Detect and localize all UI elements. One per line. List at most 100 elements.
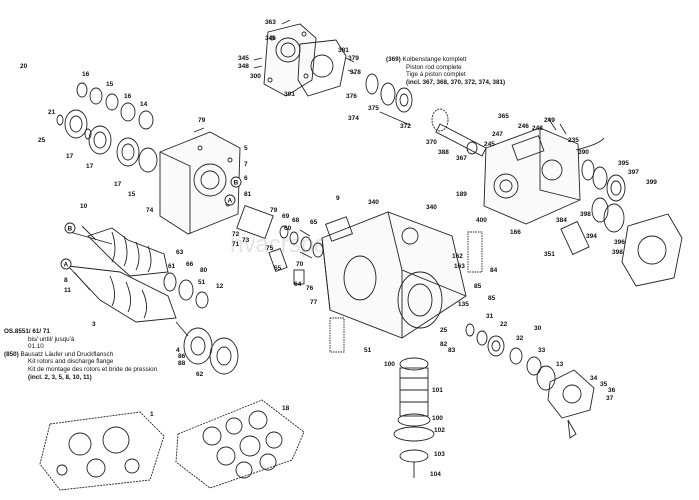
slide-housing xyxy=(483,117,605,225)
part-label: 71 xyxy=(232,241,240,248)
part-label: 62 xyxy=(196,371,204,378)
part-label: 73 xyxy=(242,237,250,244)
part-label: 9 xyxy=(336,195,340,202)
part-label: 32 xyxy=(516,335,524,342)
part-label: 31 xyxy=(486,313,494,320)
part-label: 82 xyxy=(440,341,448,348)
part-label: 14 xyxy=(140,101,148,108)
part-label: 69 xyxy=(282,213,290,220)
callout-b-marker xyxy=(64,222,76,234)
rotor-kit-date: 01.10 xyxy=(28,343,44,351)
part-label: 35 xyxy=(600,381,608,388)
rotor-kit-note: OS.8551/ 61/ 71 bis/ until/ jusqu'à 01.1… xyxy=(4,328,157,381)
part-label: 399 xyxy=(646,179,657,186)
part-label: 86 xyxy=(178,353,186,360)
part-label: 348 xyxy=(238,63,249,70)
cover-plate-assembly xyxy=(253,19,357,97)
part-label: 363 xyxy=(265,19,276,26)
part-label: 384 xyxy=(556,217,567,224)
part-label: 55 xyxy=(274,265,282,272)
part-label: 163 xyxy=(454,263,465,270)
part-label: 83 xyxy=(448,347,456,354)
part-label: 376 xyxy=(346,93,357,100)
callout-b: B xyxy=(68,226,73,233)
part-label: 189 xyxy=(456,191,467,198)
rotor-kit-ref: (850) xyxy=(4,350,19,358)
part-label: 101 xyxy=(432,387,443,394)
part-label: 85 xyxy=(474,283,482,290)
discharge-side-seals xyxy=(465,323,595,439)
part-label: 61 xyxy=(168,263,176,270)
filter-assembly xyxy=(393,357,435,478)
rotor-set xyxy=(66,225,189,337)
piston-rod-line-en: Piston rod complete xyxy=(406,63,462,71)
part-label: 375 xyxy=(368,105,379,112)
part-label: 17 xyxy=(86,163,94,170)
part-label: 6 xyxy=(244,175,248,182)
part-label: 63 xyxy=(176,249,184,256)
callout-a-flange: A xyxy=(228,198,233,205)
part-label: 398 xyxy=(580,211,591,218)
rotor-kit-line-de: Bausatz Läufer und Druckflansch xyxy=(20,350,114,358)
part-label: 16 xyxy=(124,93,132,100)
part-label: 247 xyxy=(492,131,503,138)
part-label: 81 xyxy=(244,191,252,198)
part-label: 248 xyxy=(532,125,543,132)
part-label: 17 xyxy=(66,153,74,160)
part-label: 390 xyxy=(578,149,589,156)
piston-rod-line-fr: Tige à piston complet xyxy=(406,71,466,79)
part-label: 4 xyxy=(176,347,180,354)
part-label: 10 xyxy=(80,203,88,210)
gasket-set-18 xyxy=(175,399,305,489)
part-label: 162 xyxy=(452,253,463,260)
part-label: 22 xyxy=(500,321,508,328)
part-label: 301 xyxy=(284,91,295,98)
part-label: 7 xyxy=(244,161,248,168)
part-label: 102 xyxy=(434,427,445,434)
left-bearing-stack xyxy=(56,82,158,173)
part-label: 36 xyxy=(608,387,616,394)
part-label: 64 xyxy=(294,281,302,288)
part-label: 80 xyxy=(200,267,208,274)
part-label: 13 xyxy=(556,361,564,368)
part-label: 388 xyxy=(438,149,449,156)
part-label: 76 xyxy=(306,285,314,292)
part-label: 246 xyxy=(518,123,529,130)
part-label: 394 xyxy=(586,233,597,240)
piston-rod-note: (369) Kolbenstange komplett Piston rod c… xyxy=(386,56,505,86)
part-label: 75 xyxy=(266,245,274,252)
part-label: 5 xyxy=(244,145,248,152)
part-label: 365 xyxy=(498,113,509,120)
part-label: 100 xyxy=(432,415,443,422)
piston-rod-incl: (incl. 367, 368, 370, 372, 374, 381) xyxy=(406,78,506,86)
part-label: 235 xyxy=(568,137,579,144)
part-label: 84 xyxy=(490,267,498,274)
bearing-flange xyxy=(159,127,241,235)
part-label: 395 xyxy=(618,160,629,167)
part-label: 25 xyxy=(38,137,46,144)
callout-b-flange: B xyxy=(234,180,239,187)
rotor-kit-line-fr: Kit de montage des rotors et bride de pr… xyxy=(28,365,158,373)
part-label: 104 xyxy=(430,471,441,478)
part-label: 16 xyxy=(82,71,90,78)
part-label: 300 xyxy=(250,73,261,80)
lower-bearings xyxy=(183,327,239,375)
part-label: 30 xyxy=(534,325,542,332)
part-label: 8 xyxy=(64,277,68,284)
part-label: 378 xyxy=(350,69,361,76)
part-label: 79 xyxy=(198,117,206,124)
part-label: 25 xyxy=(440,327,448,334)
part-label: 345 xyxy=(238,55,249,62)
part-label: 370 xyxy=(426,139,437,146)
part-label: 88 xyxy=(178,360,186,367)
part-label: 15 xyxy=(106,81,114,88)
part-label: 68 xyxy=(292,217,300,224)
part-label: 381 xyxy=(338,47,349,54)
part-label: 351 xyxy=(544,251,555,258)
part-label: 77 xyxy=(310,299,318,306)
piston-rod-line-de: Kolbenstange komplett xyxy=(402,56,467,63)
rotor-kit-model: OS.8551/ 61/ 71 xyxy=(4,328,50,335)
callout-a-marker xyxy=(60,258,72,270)
part-label: 20 xyxy=(20,63,28,70)
